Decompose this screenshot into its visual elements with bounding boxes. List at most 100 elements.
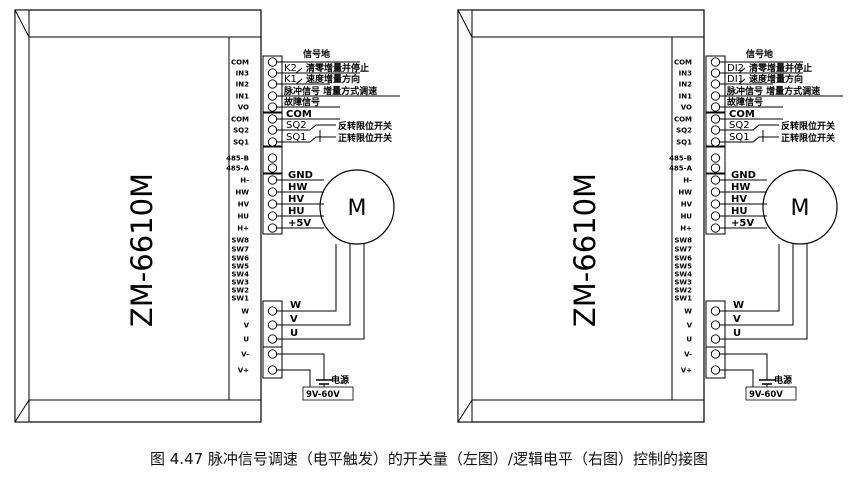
label-hv: HV xyxy=(288,194,304,205)
motor xyxy=(319,169,395,245)
pin-label: 485-B xyxy=(669,155,692,163)
figure-caption: 图 4.47 脉冲信号调速（电平触发）的开关量（左图）/逻辑电平（右图）控制的接… xyxy=(150,450,708,468)
label-w: W xyxy=(290,300,301,311)
terminal-screw xyxy=(710,114,721,124)
pin-label: IN1 xyxy=(679,93,692,101)
label-sq2-desc: 反转限位开关 xyxy=(781,120,835,132)
terminal-screw xyxy=(267,57,278,67)
pin-label: COM xyxy=(231,116,249,124)
power-wire-neg xyxy=(276,353,325,380)
label-hw: HW xyxy=(731,182,750,193)
terminal-screw xyxy=(267,199,278,209)
pin-label: V+ xyxy=(681,367,692,375)
terminal-screw xyxy=(710,349,721,359)
terminal-screw xyxy=(267,349,278,359)
terminal-screw xyxy=(710,163,721,173)
pin-label: SQ2 xyxy=(676,127,692,135)
bevel-top xyxy=(14,9,30,38)
label-pulse: 脉冲信号 增量方式调速 xyxy=(283,85,377,97)
label-sq2: SQ2 xyxy=(729,120,750,131)
terminal-screw xyxy=(267,211,278,221)
terminal-screw xyxy=(710,153,721,163)
pin-label: W xyxy=(684,308,692,316)
pin-label: V- xyxy=(684,351,692,359)
label-pulse: 脉冲信号 增量方式调速 xyxy=(726,85,820,97)
pin-label: 485-A xyxy=(669,165,693,173)
pin-label: SW7 xyxy=(674,246,692,254)
label-sq2-desc: 反转限位开关 xyxy=(338,120,392,132)
terminal-screw xyxy=(267,365,278,375)
pin-label: H+ xyxy=(237,225,249,233)
label-k2: K2 xyxy=(284,63,297,74)
pin-label: SQ1 xyxy=(676,139,692,147)
terminal-screw xyxy=(710,320,721,330)
pin-label: IN2 xyxy=(236,81,249,89)
pin-label: SW3 xyxy=(231,279,249,287)
model-label: ZM-6610M xyxy=(568,173,602,327)
terminal-screw xyxy=(710,125,721,135)
bevel-bottom xyxy=(14,399,30,423)
label-hw: HW xyxy=(288,182,307,193)
label-fault: 故障信号 xyxy=(727,96,763,108)
label-signal-ground: 信号地 xyxy=(303,48,330,60)
pin-label: SW8 xyxy=(231,237,249,245)
terminal-screw xyxy=(267,102,278,112)
pin-label: H- xyxy=(683,177,692,185)
pin-label: 485-B xyxy=(226,155,249,163)
pin-label: SW2 xyxy=(674,287,692,295)
heatsink-edge xyxy=(457,9,473,423)
switch-k2 xyxy=(738,67,746,74)
pin-label: 485-A xyxy=(226,165,250,173)
phase-wire-u xyxy=(276,244,365,340)
pin-label: SW2 xyxy=(231,287,249,295)
voltage-box xyxy=(302,386,354,401)
motor-label: M xyxy=(348,196,367,221)
pin-label: SW5 xyxy=(674,263,692,271)
terminal-screw xyxy=(710,57,721,67)
panel-right: ZM-6610MCOMIN3IN2IN1VOCOMSQ2SQ1485-B485-… xyxy=(457,9,843,423)
terminal-screw xyxy=(267,153,278,163)
terminal-screw xyxy=(267,79,278,89)
label-hu: HU xyxy=(731,206,748,217)
phase-wire-w xyxy=(276,244,337,312)
pin-label: U xyxy=(243,336,249,344)
switch-k1 xyxy=(738,78,746,85)
label-k2-desc: 清零增量并停止 xyxy=(306,62,369,74)
heatsink-edge xyxy=(14,9,30,423)
terminal-screw xyxy=(267,223,278,233)
label-sq2: SQ2 xyxy=(286,120,307,131)
phase-wire-w xyxy=(719,244,780,312)
phase-wire-v xyxy=(276,244,351,326)
terminal-screw xyxy=(710,223,721,233)
terminal-screw xyxy=(710,175,721,185)
pin-label: HW xyxy=(235,189,249,197)
terminal-screw xyxy=(267,334,278,344)
label-com: COM xyxy=(286,109,312,120)
label-hv: HV xyxy=(731,194,747,205)
switch-k2 xyxy=(295,67,303,74)
pin-label: SW6 xyxy=(231,255,249,263)
label-u: U xyxy=(733,328,741,339)
label-sq1-desc: 正转限位开关 xyxy=(781,132,835,144)
pin-label: SW3 xyxy=(674,279,692,287)
terminal-screw xyxy=(710,68,721,78)
label-signal-ground: 信号地 xyxy=(746,48,773,60)
label-k1: DI1 xyxy=(727,74,744,85)
label-k2-desc: 清零增量并停止 xyxy=(749,62,812,74)
power-wire-neg xyxy=(719,353,768,380)
pin-label: HV xyxy=(681,201,693,209)
voltage-box xyxy=(745,386,797,401)
model-label: ZM-6610M xyxy=(125,173,159,327)
label-com: COM xyxy=(729,109,755,120)
label-fault: 故障信号 xyxy=(284,96,320,108)
wire-sq2 xyxy=(276,124,336,131)
bevel-top xyxy=(457,9,473,38)
driver-housing xyxy=(457,9,705,423)
pin-label: SW7 xyxy=(231,246,249,254)
terminal-screw xyxy=(710,79,721,89)
pin-label: HU xyxy=(237,213,249,221)
pin-label: SW4 xyxy=(231,271,249,279)
pin-label: SW1 xyxy=(231,295,249,303)
terminal-screw xyxy=(710,137,721,147)
pin-label: V- xyxy=(241,351,249,359)
